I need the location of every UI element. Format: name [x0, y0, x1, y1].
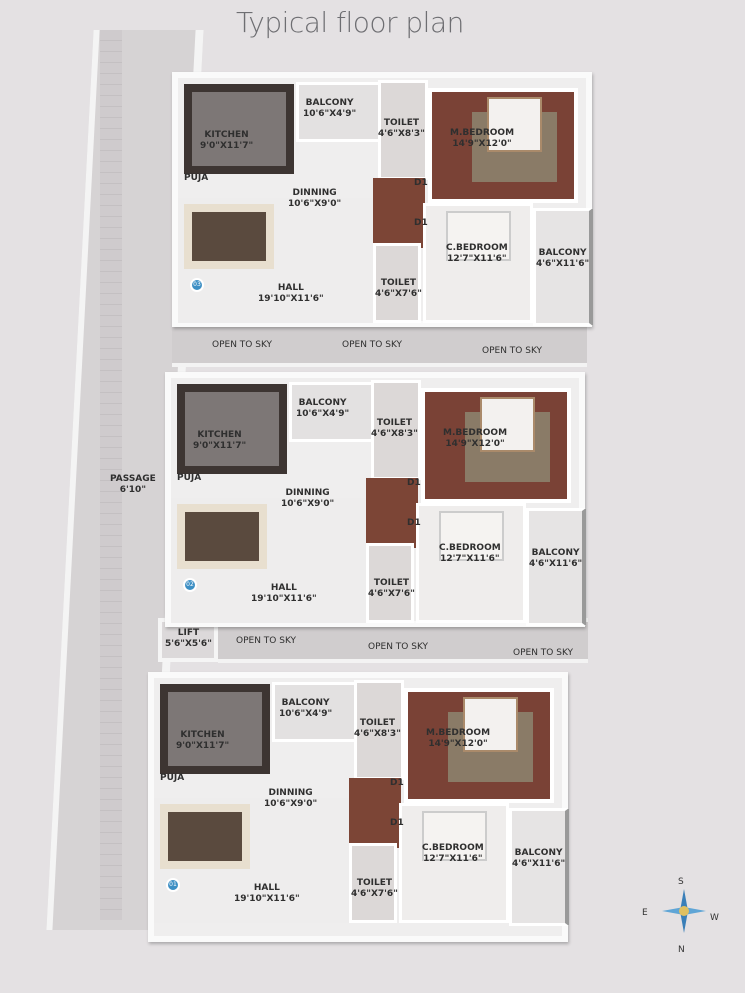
door-label: D1: [407, 478, 421, 488]
master-bedroom: [428, 88, 578, 203]
toilet: [354, 680, 404, 780]
side-balcony: [526, 508, 586, 626]
open-to-sky-label: OPEN TO SKY: [342, 340, 403, 350]
corridor: [349, 778, 401, 848]
bed: [439, 511, 504, 561]
open-to-sky-label: OPEN TO SKY: [236, 636, 297, 646]
sofa-set: [184, 204, 274, 269]
master-bedroom: [404, 688, 554, 803]
compass-east: E: [642, 908, 648, 918]
kitchen: [177, 384, 287, 474]
puja-label: PUJA: [160, 773, 185, 783]
compass-north: N: [678, 945, 685, 955]
hall: [154, 798, 349, 923]
bed: [463, 697, 518, 752]
staircase: [100, 30, 122, 920]
toilet: [378, 80, 428, 180]
compass-west: W: [710, 913, 719, 923]
open-to-sky-label: OPEN TO SKY: [513, 648, 574, 658]
door-label: D1: [407, 518, 421, 528]
kitchen: [184, 84, 294, 174]
child-bedroom: [423, 203, 533, 323]
side-balcony: [533, 208, 593, 326]
sofa-set: [177, 504, 267, 569]
puja-label: PUJA: [177, 473, 202, 483]
open-to-sky-label: OPEN TO SKY: [368, 642, 429, 652]
unit-number-badge: 03: [190, 278, 204, 292]
master-bedroom: [421, 388, 571, 503]
unit-number-badge: 02: [183, 578, 197, 592]
balcony: [289, 382, 374, 442]
toilet: [349, 843, 397, 923]
unit-number-badge: 01: [166, 878, 180, 892]
toilet: [366, 543, 414, 623]
child-bedroom: [399, 803, 509, 923]
toilet: [371, 380, 421, 480]
compass-star-icon: [662, 889, 706, 933]
side-balcony: [509, 808, 569, 926]
hall: [178, 198, 373, 323]
bed: [422, 811, 487, 861]
hall: [171, 498, 366, 623]
page-title: Typical floor plan: [236, 6, 464, 39]
open-to-sky-band: OPEN TO SKY OPEN TO SKY OPEN TO SKY: [172, 322, 587, 367]
door-label: D1: [390, 778, 404, 788]
bed: [446, 211, 511, 261]
compass-south: S: [678, 877, 684, 887]
child-bedroom: [416, 503, 526, 623]
kitchen: [160, 684, 270, 774]
door-label: D1: [414, 218, 428, 228]
bed: [487, 97, 542, 152]
sofa-set: [160, 804, 250, 869]
bed: [480, 397, 535, 452]
toilet: [373, 243, 421, 323]
open-to-sky-label: OPEN TO SKY: [482, 346, 543, 356]
door-label: D1: [414, 178, 428, 188]
door-label: D1: [390, 818, 404, 828]
corridor: [366, 478, 418, 548]
puja-label: PUJA: [184, 173, 209, 183]
open-to-sky-label: OPEN TO SKY: [212, 340, 273, 350]
compass: S E W N: [642, 875, 720, 955]
corridor: [373, 178, 425, 248]
